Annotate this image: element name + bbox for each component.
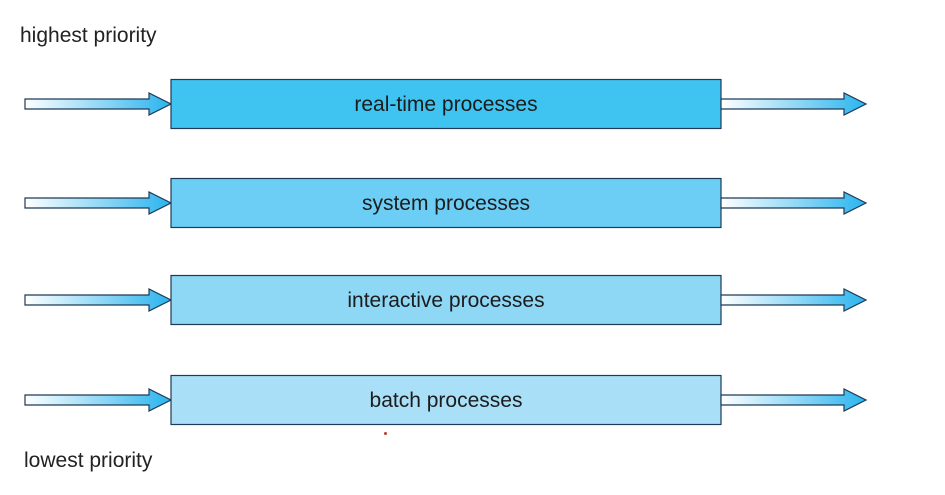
incoming-arrow-icon (24, 92, 173, 116)
incoming-arrow-icon (24, 388, 173, 412)
queue-box (170, 274, 722, 326)
queue-label: interactive processes (347, 289, 544, 312)
outgoing-arrow-icon (720, 92, 868, 116)
queue-label: system processes (362, 192, 530, 215)
queue-label: real-time processes (354, 93, 537, 116)
queue-box (170, 374, 722, 426)
outgoing-arrow-icon (720, 388, 868, 412)
queue-row: interactive processes (24, 274, 868, 326)
queue-row: real-time processes (24, 78, 868, 130)
lowest-priority-label: lowest priority (24, 449, 153, 472)
queue-label: batch processes (370, 389, 523, 412)
queue-row: system processes (24, 177, 868, 229)
incoming-arrow-icon (24, 288, 173, 312)
incoming-arrow-icon (24, 191, 173, 215)
outgoing-arrow-icon (720, 288, 868, 312)
outgoing-arrow-icon (720, 191, 868, 215)
stray-dot-mark (384, 432, 387, 435)
queue-row: batch processes (24, 374, 868, 426)
highest-priority-label: highest priority (20, 24, 157, 47)
queue-box (170, 78, 722, 130)
